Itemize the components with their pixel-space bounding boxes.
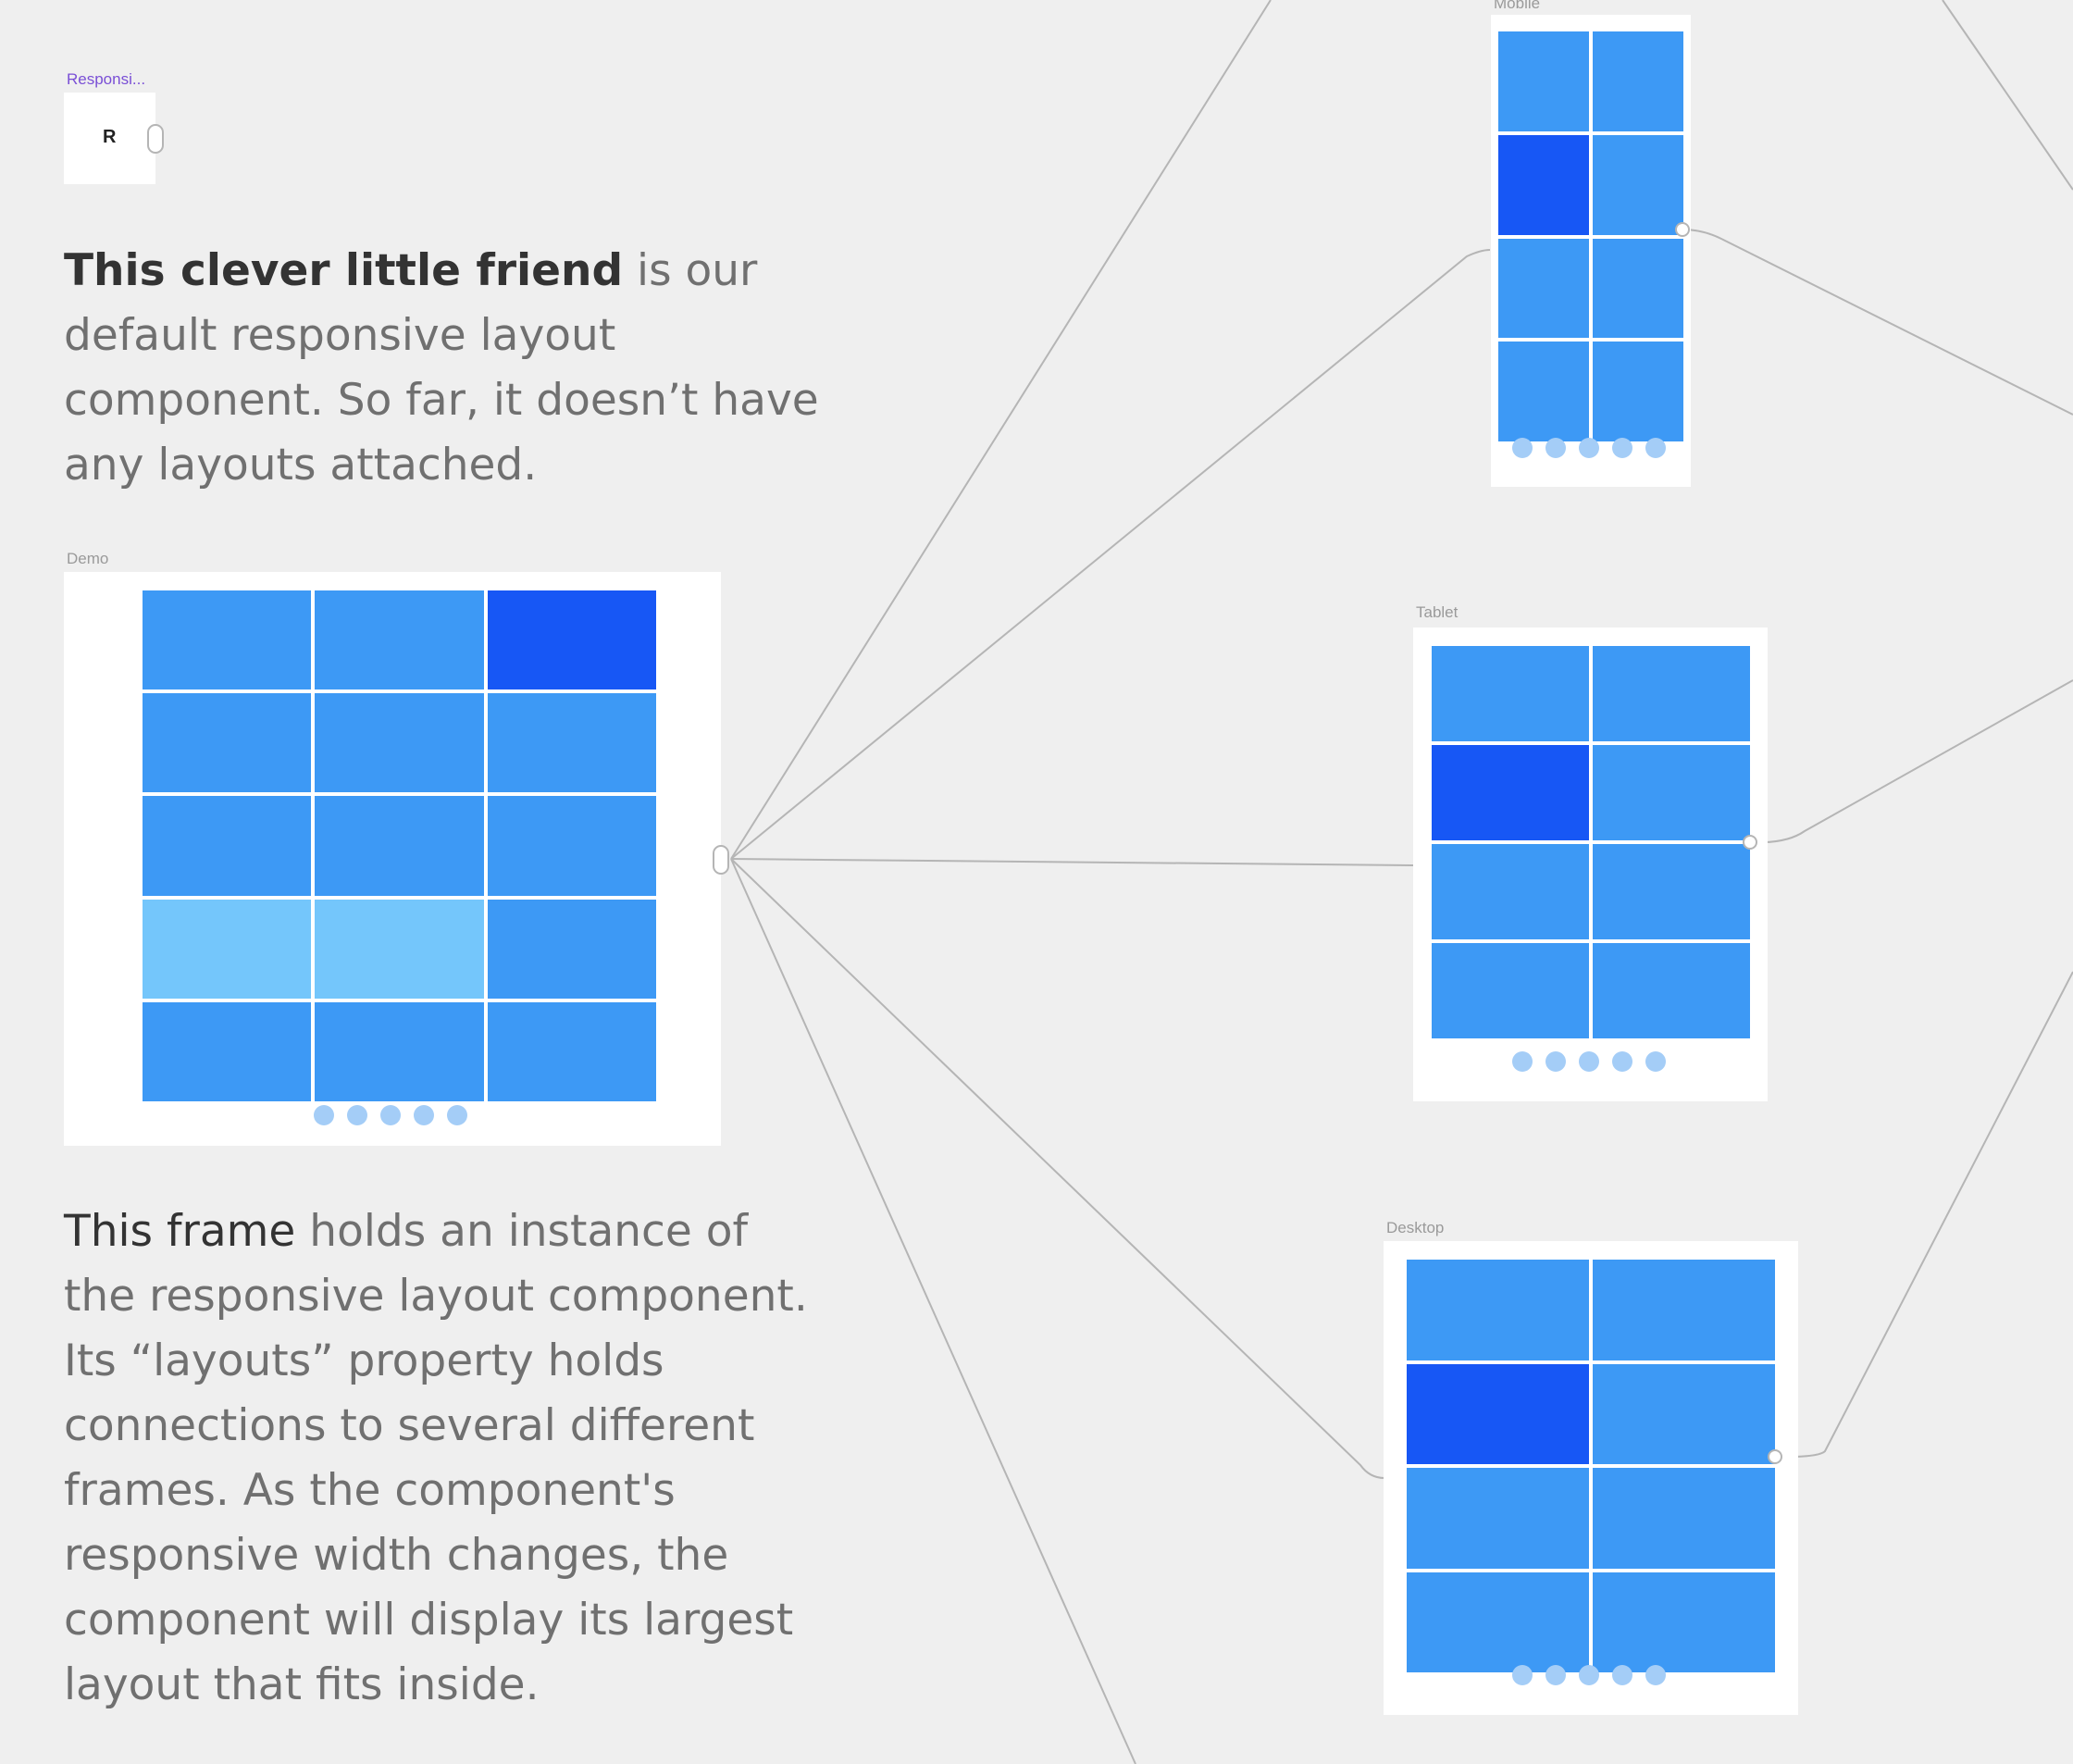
demo-grid-cell (487, 1001, 656, 1101)
mobile-frame-label: Mobile (1494, 0, 1541, 12)
tablet-page-dot[interactable] (1612, 1051, 1632, 1072)
demo-page-dot[interactable] (380, 1105, 401, 1125)
connector-desktop-right (1774, 971, 2073, 1459)
desktop-layout-handle[interactable] (1768, 1449, 1782, 1464)
desktop-grid-cell (1407, 1363, 1589, 1464)
demo-grid-cell (487, 590, 656, 690)
tablet-grid-cell (1432, 844, 1589, 939)
connector-mobile-right (1682, 229, 2073, 416)
desktop-frame-label: Desktop (1386, 1219, 1445, 1236)
desktop-page-dot[interactable] (1645, 1665, 1666, 1685)
mobile-page-dot[interactable] (1512, 438, 1533, 458)
demo-page-dot[interactable] (347, 1105, 367, 1125)
desktop-grid-cell (1593, 1260, 1775, 1360)
desktop-page-dot[interactable] (1612, 1665, 1632, 1685)
desktop-grid-cell (1593, 1468, 1775, 1569)
desktop-grid-cell (1593, 1571, 1775, 1672)
mobile-grid-cell (1498, 134, 1589, 235)
mobile-layout-handle[interactable] (1675, 222, 1690, 237)
tablet-grid-cell (1432, 745, 1589, 840)
connector-tablet-right (1749, 679, 2073, 844)
demo-grid-cell (143, 590, 312, 690)
desktop-grid (1407, 1260, 1775, 1672)
component-frame[interactable]: R (64, 93, 155, 184)
demo-grid-cell (143, 1001, 312, 1101)
demo-layouts-handle[interactable] (713, 845, 729, 875)
demo-frame-label: Demo (67, 550, 109, 567)
mobile-frame[interactable] (1491, 15, 1691, 487)
tablet-pagination (1512, 1051, 1666, 1072)
desktop-page-dot[interactable] (1579, 1665, 1599, 1685)
desktop-grid-cell (1593, 1363, 1775, 1464)
desktop-page-dot[interactable] (1512, 1665, 1533, 1685)
demo-pagination (314, 1105, 467, 1125)
component-letter: R (103, 127, 117, 147)
mobile-grid-cell (1593, 342, 1683, 441)
mobile-grid-cell (1498, 31, 1589, 131)
demo-grid-cell (143, 796, 312, 896)
mobile-grid-cell (1593, 238, 1683, 339)
demo-frame[interactable] (64, 572, 721, 1146)
demo-page-dot[interactable] (447, 1105, 467, 1125)
desktop-grid-cell (1407, 1571, 1589, 1672)
demo-grid-cell (143, 693, 312, 793)
mobile-page-dot[interactable] (1612, 438, 1632, 458)
tablet-grid-cell (1432, 943, 1589, 1038)
demo-grid-cell (315, 899, 484, 999)
demo-grid-cell (315, 796, 484, 896)
component-layouts-handle[interactable] (147, 124, 164, 154)
connector-demo-desktop (730, 858, 1385, 1479)
tablet-grid-cell (1593, 844, 1750, 939)
demo-grid-cell (487, 899, 656, 999)
demo-grid-cell (143, 899, 312, 999)
tablet-frame-label: Tablet (1416, 603, 1459, 621)
description-text: This frame holds an instance of the resp… (64, 1199, 823, 1718)
connector-demo-tablet (730, 858, 1414, 866)
mobile-page-dot[interactable] (1545, 438, 1566, 458)
mobile-page-dot[interactable] (1645, 438, 1666, 458)
mobile-page-dot[interactable] (1579, 438, 1599, 458)
demo-grid-cell (487, 693, 656, 793)
demo-grid-cell (315, 693, 484, 793)
mobile-pagination (1512, 438, 1666, 458)
tablet-grid (1432, 646, 1750, 1038)
desktop-grid-cell (1407, 1260, 1589, 1360)
intro-text: This clever little friend is our default… (64, 239, 823, 498)
tablet-page-dot[interactable] (1512, 1051, 1533, 1072)
desktop-grid-cell (1407, 1468, 1589, 1569)
mobile-grid-cell (1498, 238, 1589, 339)
connector-demo-mobile (730, 249, 1491, 860)
description-text-lead: This frame (64, 1206, 296, 1257)
demo-page-dot[interactable] (314, 1105, 334, 1125)
desktop-page-dot[interactable] (1545, 1665, 1566, 1685)
demo-grid-cell (315, 590, 484, 690)
tablet-page-dot[interactable] (1545, 1051, 1566, 1072)
mobile-grid (1498, 31, 1683, 441)
intro-text-bold: This clever little friend (64, 245, 624, 296)
description-text-rest: holds an instance of the responsive layo… (64, 1206, 808, 1710)
demo-grid-cell (315, 1001, 484, 1101)
component-label: Responsi... (67, 70, 146, 88)
demo-page-dot[interactable] (414, 1105, 434, 1125)
tablet-layout-handle[interactable] (1743, 835, 1757, 850)
mobile-grid-cell (1593, 31, 1683, 131)
tablet-frame[interactable] (1413, 627, 1768, 1101)
tablet-page-dot[interactable] (1579, 1051, 1599, 1072)
desktop-frame[interactable] (1384, 1241, 1798, 1715)
tablet-grid-cell (1593, 943, 1750, 1038)
demo-grid (143, 590, 656, 1101)
tablet-page-dot[interactable] (1645, 1051, 1666, 1072)
tablet-grid-cell (1593, 646, 1750, 741)
mobile-grid-cell (1498, 342, 1589, 441)
demo-grid-cell (487, 796, 656, 896)
intro-text-rest: is our default responsive layout compone… (64, 245, 819, 491)
tablet-grid-cell (1432, 646, 1589, 741)
connector-mobile-offscreen (1942, 0, 2073, 191)
tablet-grid-cell (1593, 745, 1750, 840)
mobile-grid-cell (1593, 134, 1683, 235)
desktop-pagination (1512, 1665, 1666, 1685)
